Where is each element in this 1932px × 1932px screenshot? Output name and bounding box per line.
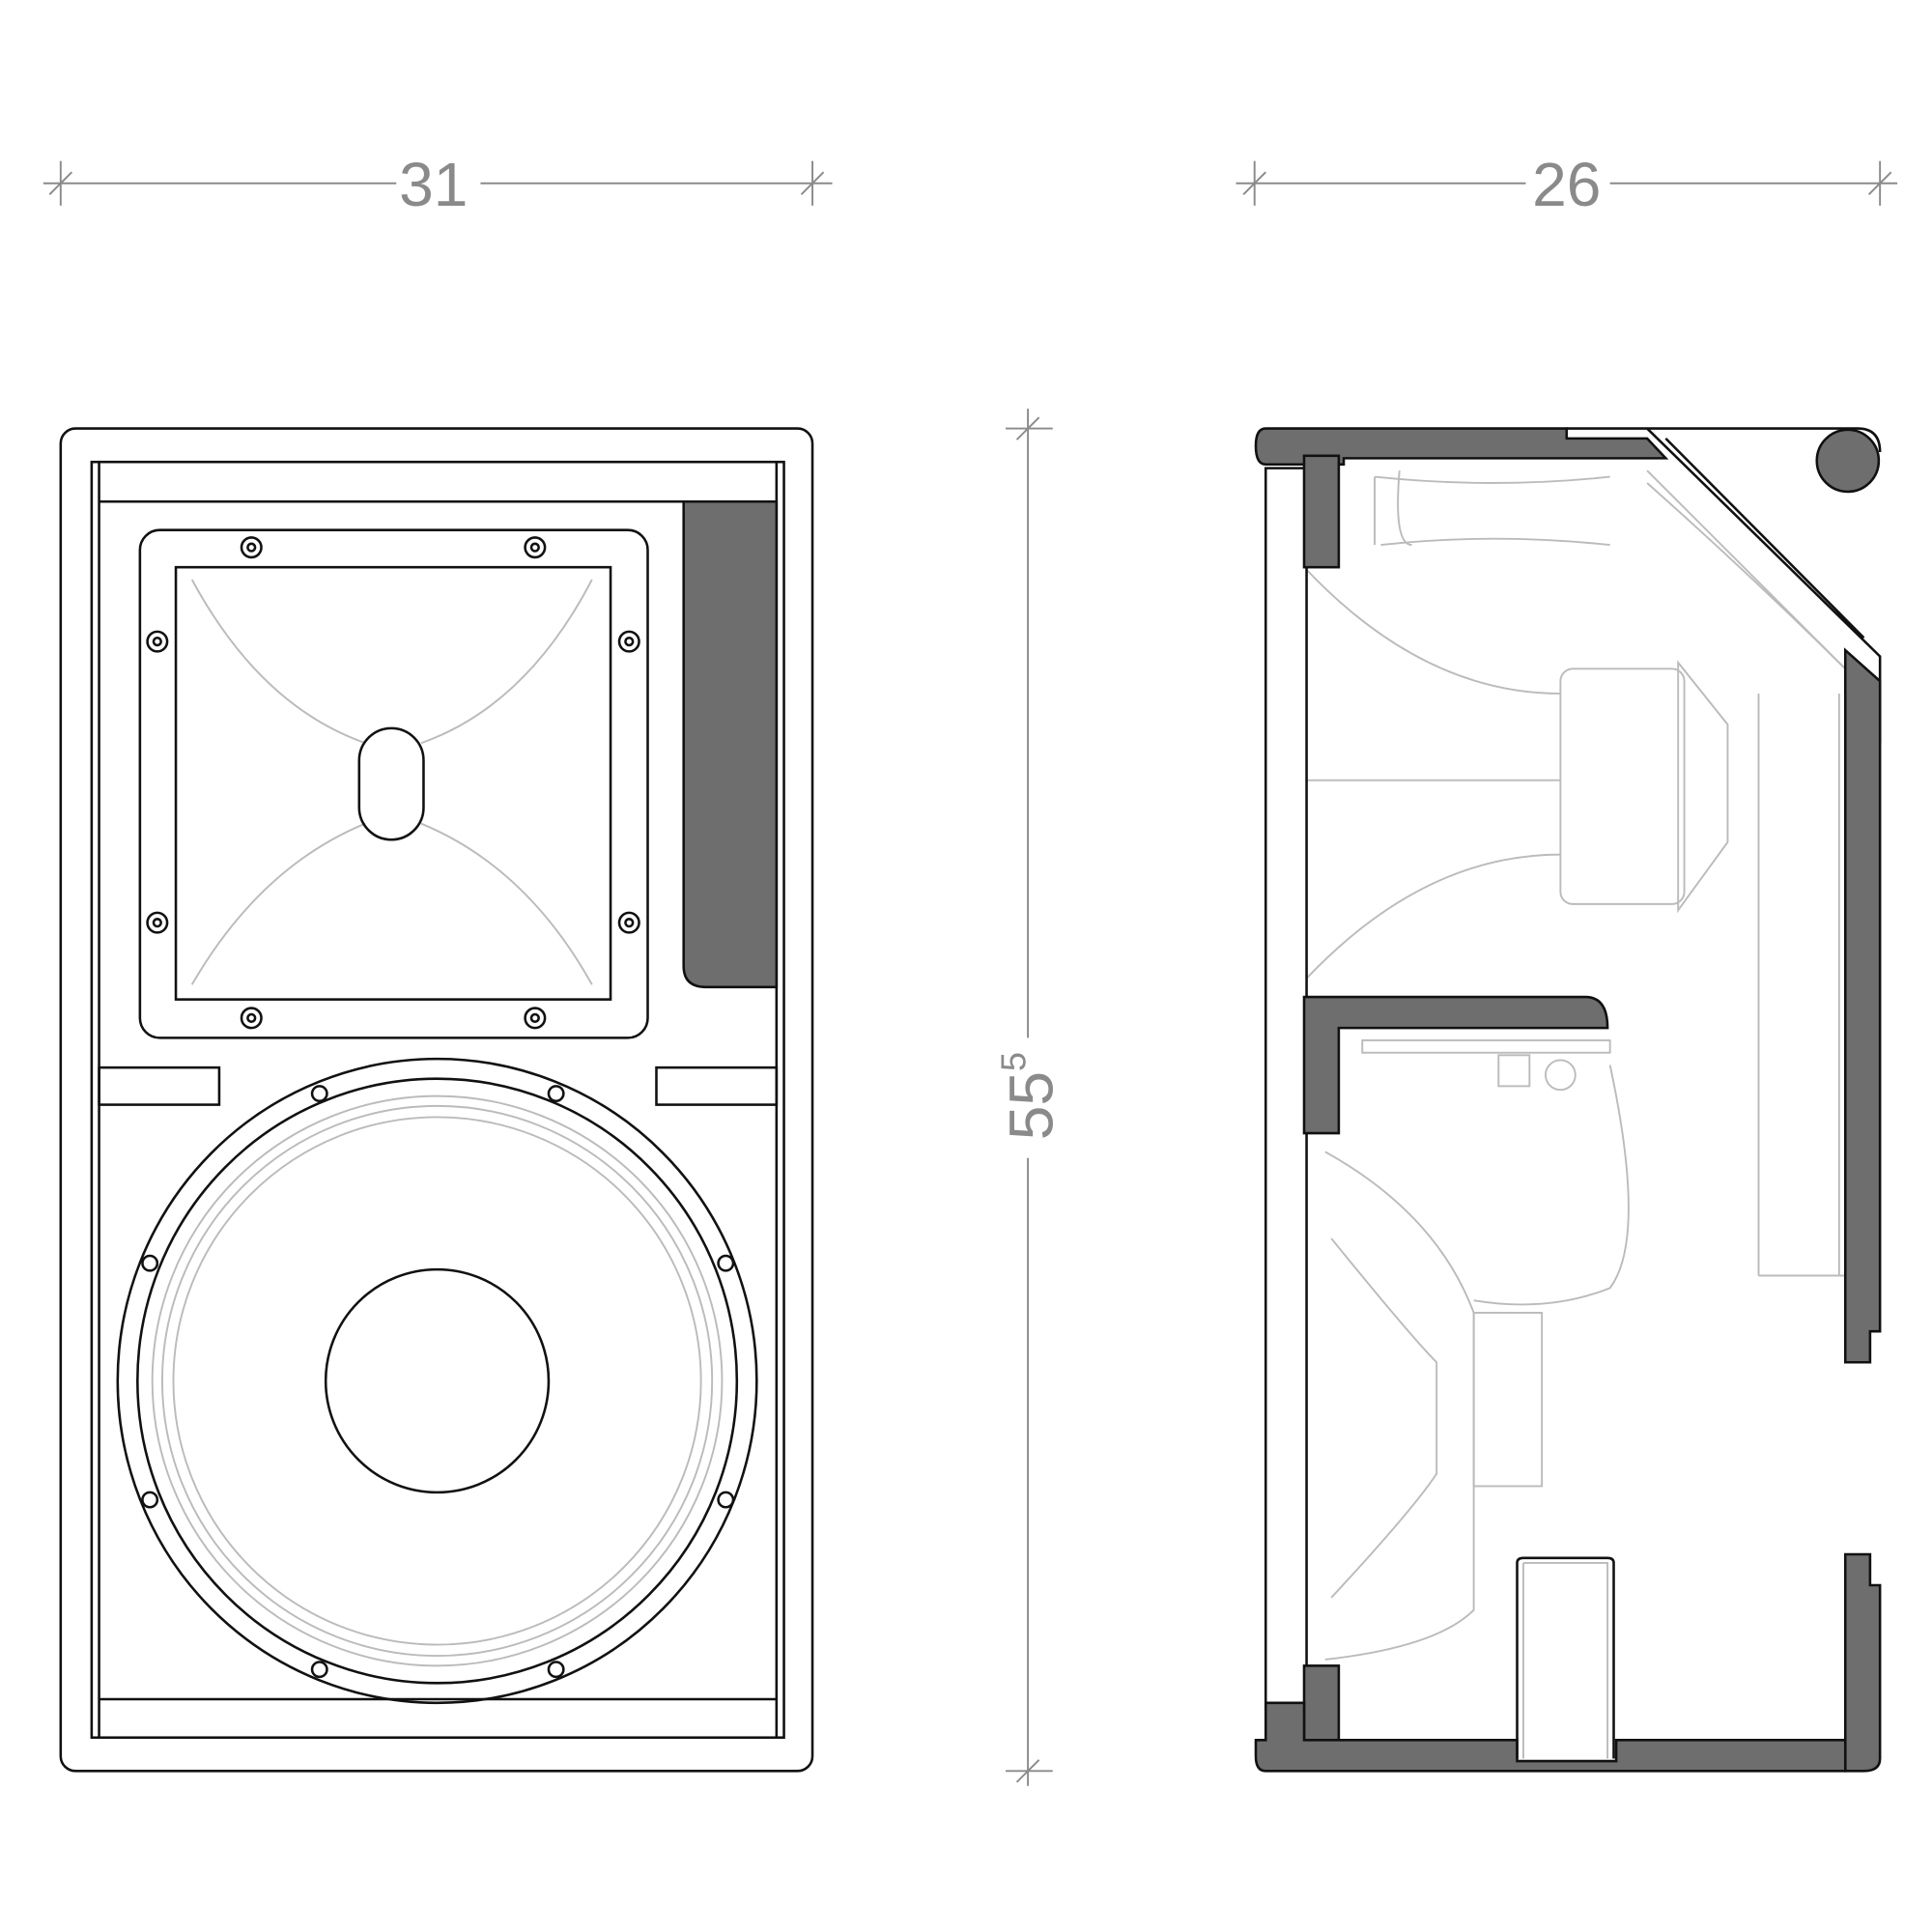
horn-screws (146, 536, 640, 1030)
woofer (116, 1057, 758, 1705)
front-baffle-bottom (1302, 1664, 1341, 1742)
shelf (1302, 995, 1609, 1135)
back-panel (1843, 647, 1882, 1364)
horn-tweeter (138, 528, 649, 1039)
top-panel (1254, 427, 1669, 467)
dimension-front-width: 31 (43, 150, 833, 219)
height-label: 555 (995, 1052, 1066, 1140)
hidden-internals (1305, 469, 1865, 1661)
rounded-edge (1815, 428, 1881, 494)
front-view (59, 427, 814, 1773)
front-width-label: 31 (399, 150, 468, 219)
front-baffle-top (1302, 454, 1341, 569)
dimension-height: 555 (995, 409, 1066, 1786)
back-panel-lower (1843, 1552, 1882, 1773)
port-slot (682, 499, 779, 989)
dimension-side-depth: 26 (1236, 150, 1898, 219)
bottom-panel (1254, 1701, 1847, 1773)
side-section-view (1254, 427, 1882, 1773)
side-depth-label: 26 (1532, 150, 1601, 219)
